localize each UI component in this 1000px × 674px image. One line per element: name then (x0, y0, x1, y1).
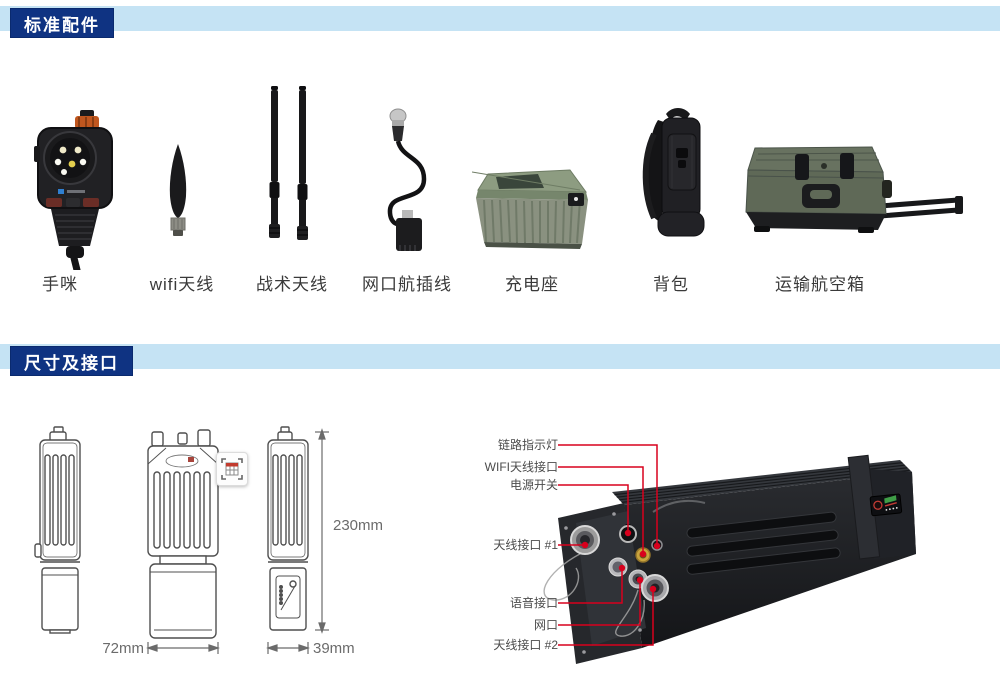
dimensions-section-band (0, 344, 1000, 369)
accessory-label-cable: 网口航插线 (362, 275, 452, 294)
wifi-antenna-image (169, 144, 187, 236)
dimensions-section-chip: 尺寸及接口 (10, 346, 133, 376)
accessories-section-band (0, 6, 1000, 31)
radio-device-body (543, 454, 916, 664)
scan-table-icon[interactable] (216, 452, 248, 486)
tactical-antenna-right (297, 86, 308, 240)
accessory-label-wifi: wifi天线 (149, 275, 215, 294)
scan-table-glyph (221, 458, 243, 480)
dimension-depth-label: 39mm (313, 640, 355, 657)
speaker-mic-image (34, 110, 113, 270)
ethernet-aviation-cable-image (387, 108, 427, 251)
accessories-section-chip: 标准配件 (10, 8, 114, 38)
battery-sticker (869, 493, 903, 517)
accessory-label-dock: 充电座 (505, 275, 559, 294)
dimension-height-label: 230mm (333, 517, 383, 534)
drawing-side-view-right (267, 426, 309, 631)
callout-link-indicator: 链路指示灯 (497, 438, 558, 452)
callout-network-port: 网口 (533, 618, 558, 632)
section-title: 标准配件 (24, 15, 100, 35)
accessory-label-case: 运输航空箱 (775, 275, 865, 294)
case-latch (840, 153, 854, 179)
callout-dots (581, 529, 661, 593)
drawing-side-view-left (34, 426, 81, 634)
dimension-lines (146, 428, 329, 654)
mic-speaker (43, 131, 97, 185)
case-latch (795, 154, 809, 180)
drawing-front-view (147, 429, 219, 639)
side-vents (686, 511, 841, 575)
callout-power-switch: 电源开关 (509, 478, 558, 492)
charging-dock-image (472, 169, 588, 249)
accessory-label-backpack: 背包 (653, 275, 689, 294)
callout-antenna-port-1: 天线接口 #1 (493, 538, 558, 552)
callout-lines (558, 444, 658, 646)
accessory-label-mic: 手咪 (42, 275, 78, 294)
section-title: 尺寸及接口 (24, 353, 119, 373)
dimension-drawings: 230mm 72mm 39mm (34, 426, 383, 657)
callout-antenna-port-2: 天线接口 #2 (493, 638, 558, 652)
transport-case-image (745, 146, 963, 233)
antenna-port-1-connector (570, 525, 600, 555)
device-interface-photo (543, 444, 916, 664)
dimension-width-label: 72mm (102, 640, 144, 657)
accessory-label-tactical: 战术天线 (256, 275, 328, 294)
tactical-antennas-image (269, 86, 308, 240)
backpack-image (642, 108, 705, 237)
callout-wifi-antenna-port: WIFI天线接口 (484, 460, 558, 474)
callout-voice-port: 语音接口 (509, 596, 558, 610)
tactical-antenna-left (269, 86, 280, 238)
battery-indicator (275, 575, 301, 619)
